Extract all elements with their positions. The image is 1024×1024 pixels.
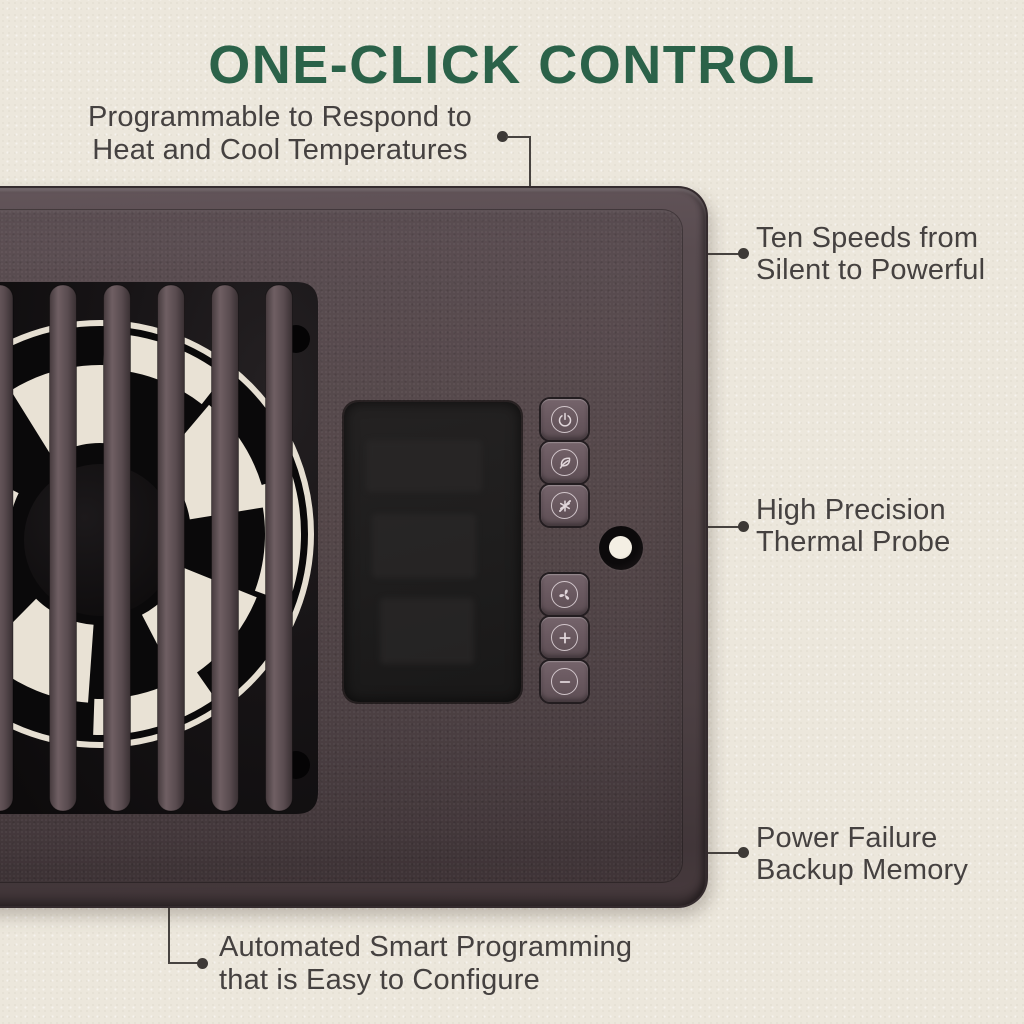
lcd-ghost-segment	[366, 440, 482, 492]
callout-backup-memory: Power Failure Backup Memory	[756, 822, 968, 886]
callout-line-2: Silent to Powerful	[756, 254, 986, 286]
screw-hole-center	[609, 536, 632, 559]
callout-programmable: Programmable to Respond to Heat and Cool…	[40, 101, 520, 167]
callout-line-2: that is Easy to Configure	[219, 964, 540, 996]
callout-line-1: High Precision	[756, 494, 946, 526]
decrease-button	[541, 661, 588, 702]
callout-line-2: Heat and Cool Temperatures	[92, 134, 468, 166]
callout-connector	[699, 526, 741, 528]
callout-line-1: Automated Smart Programming	[219, 931, 633, 963]
page-title: ONE-CLICK CONTROL	[208, 35, 816, 95]
eco-button	[541, 442, 588, 483]
callout-dot	[738, 847, 749, 858]
callout-thermal-probe: High Precision Thermal Probe	[756, 494, 950, 558]
callout-connector	[506, 136, 531, 138]
callout-dot	[197, 958, 208, 969]
callout-dot	[738, 248, 749, 259]
callout-connector	[168, 908, 170, 964]
fan-speed-button	[541, 574, 588, 615]
fan-ring	[0, 320, 314, 748]
callout-ten-speeds: Ten Speeds from Silent to Powerful	[756, 222, 985, 286]
mounting-screw-hole	[599, 526, 643, 570]
callout-connector	[529, 136, 531, 192]
callout-connector	[168, 962, 199, 964]
callout-line-2: Thermal Probe	[756, 526, 951, 558]
callout-dot	[497, 131, 508, 142]
lcd-display	[344, 402, 521, 702]
plus-icon	[551, 624, 578, 651]
fan-grille	[0, 282, 318, 814]
fan-icon	[551, 581, 578, 608]
crossed-asterisk-icon	[551, 492, 578, 519]
fan-hub	[24, 464, 176, 616]
callout-dot	[738, 521, 749, 532]
register-fan-unit	[0, 186, 708, 908]
callout-line-1: Power Failure	[756, 822, 938, 854]
silent-mode-button	[541, 485, 588, 526]
callout-line-1: Ten Speeds from	[756, 222, 979, 254]
grille-slats	[0, 284, 293, 812]
power-icon	[551, 406, 578, 433]
minus-icon	[551, 668, 578, 695]
lcd-ghost-segment	[372, 514, 476, 578]
lcd-ghost-segment	[380, 598, 474, 664]
increase-button	[541, 617, 588, 658]
callout-line-1: Programmable to Respond to	[87, 101, 472, 133]
callout-smart-programming: Automated Smart Programming that is Easy…	[219, 931, 632, 997]
callout-connector	[700, 852, 741, 854]
callout-connector	[699, 253, 741, 255]
callout-line-2: Backup Memory	[756, 854, 969, 886]
power-button	[541, 399, 588, 440]
leaf-icon	[551, 449, 578, 476]
